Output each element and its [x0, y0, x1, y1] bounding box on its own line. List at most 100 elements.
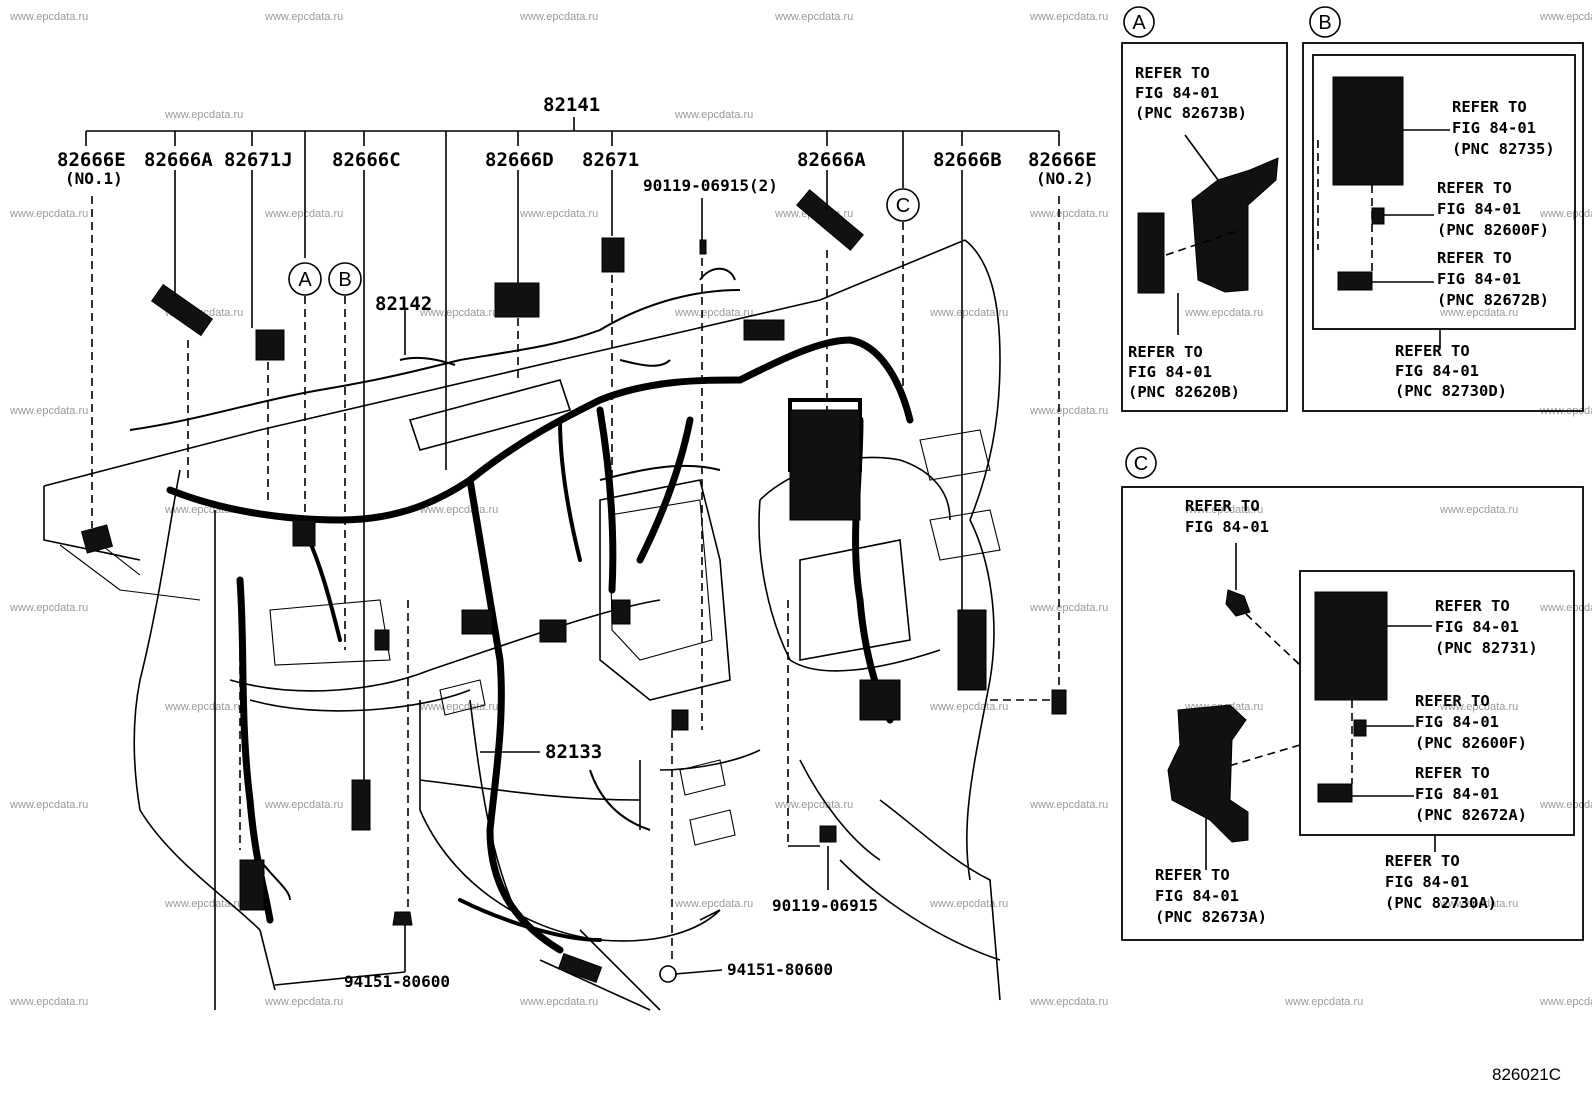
detail-b-note-1-line1: REFER TO: [1452, 98, 1527, 116]
watermark: www.epcdata.ru: [1184, 504, 1263, 516]
watermark: www.epcdata.ru: [164, 898, 243, 910]
watermark: www.epcdata.ru: [1439, 504, 1518, 516]
detail-b-note-3-line2: FIG 84-01: [1437, 270, 1521, 288]
watermark: www.epcdata.ru: [164, 701, 243, 713]
watermark: www.epcdata.ru: [674, 898, 753, 910]
detail-b-note-4-line1: REFER TO: [1395, 342, 1470, 360]
watermark: www.epcdata.ru: [1029, 11, 1108, 23]
watermark: www.epcdata.ru: [9, 996, 88, 1008]
part-label-82671j: 82671J: [224, 149, 293, 171]
part-label-82141: 82141: [543, 94, 600, 116]
detail-c-note-5-line2: FIG 84-01: [1385, 873, 1469, 891]
detail-c-label: C: [1134, 453, 1148, 475]
watermark: www.epcdata.ru: [1029, 405, 1108, 417]
detail-c-note-1-line1: REFER TO: [1185, 497, 1260, 515]
detail-a-note-2-line3: (PNC 82620B): [1128, 383, 1240, 401]
part-sub-no1: (NO.1): [65, 169, 123, 188]
detail-c-note-5-line1: REFER TO: [1385, 852, 1460, 870]
watermark: www.epcdata.ru: [164, 109, 243, 121]
detail-c-note-4-line2: FIG 84-01: [1415, 785, 1499, 803]
part-label-82666c: 82666C: [332, 149, 401, 171]
main-assembly-bracket: 82141: [85, 94, 1060, 470]
watermark: www.epcdata.ru: [1439, 307, 1518, 319]
circle-ref-b: B: [338, 269, 351, 291]
watermark: www.epcdata.ru: [929, 701, 1008, 713]
watermark: www.epcdata.ru: [264, 208, 343, 220]
watermark: www.epcdata.ru: [1539, 11, 1592, 23]
part-label-clip-right: 94151-80600: [727, 960, 833, 979]
watermark: www.epcdata.ru: [1539, 799, 1592, 811]
part-label-bolt-top: 90119-06915(2): [643, 176, 778, 195]
watermark: www.epcdata.ru: [9, 405, 88, 417]
part-label-82666a-left: 82666A: [144, 149, 213, 171]
detail-b-note-2-line3: (PNC 82600F): [1437, 221, 1549, 239]
detail-b-note-2-line2: FIG 84-01: [1437, 200, 1521, 218]
watermark: www.epcdata.ru: [929, 898, 1008, 910]
detail-a-note-2-line2: FIG 84-01: [1128, 363, 1212, 381]
detail-c-note-6-line2: FIG 84-01: [1155, 887, 1239, 905]
watermark: www.epcdata.ru: [1029, 799, 1108, 811]
watermark: www.epcdata.ru: [419, 701, 498, 713]
detail-c-note-1-line2: FIG 84-01: [1185, 518, 1269, 536]
watermark: www.epcdata.ru: [1029, 602, 1108, 614]
part-label-clip-left: 94151-80600: [344, 972, 450, 991]
watermark-layer: www.epcdata.ru www.epcdata.ru www.epcdat…: [9, 11, 1592, 1008]
watermark: www.epcdata.ru: [419, 504, 498, 516]
detail-a-label: A: [1132, 12, 1146, 34]
part-label-82142: 82142: [375, 293, 432, 315]
watermark: www.epcdata.ru: [519, 208, 598, 220]
detail-b-note-1-line3: (PNC 82735): [1452, 140, 1555, 158]
part-label-82666b: 82666B: [933, 149, 1002, 171]
part-label-82666a-right: 82666A: [797, 149, 866, 171]
detail-c-note-5-line3: (PNC 82730A): [1385, 894, 1497, 912]
top-callouts: 82666E (NO.1) 82666A 82671J 82666C 82666…: [57, 149, 1097, 991]
detail-c-note-3-line2: FIG 84-01: [1415, 713, 1499, 731]
watermark: www.epcdata.ru: [1439, 898, 1518, 910]
detail-b-note-3-line1: REFER TO: [1437, 249, 1512, 267]
detail-a-note-2-line1: REFER TO: [1128, 343, 1203, 361]
watermark: www.epcdata.ru: [774, 799, 853, 811]
watermark: www.epcdata.ru: [1284, 996, 1363, 1008]
detail-a-note-1-line2: FIG 84-01: [1135, 84, 1219, 102]
watermark: www.epcdata.ru: [1029, 996, 1108, 1008]
watermark: www.epcdata.ru: [1439, 701, 1518, 713]
detail-c-note-3-line1: REFER TO: [1415, 692, 1490, 710]
watermark: www.epcdata.ru: [1539, 996, 1592, 1008]
watermark: www.epcdata.ru: [9, 208, 88, 220]
detail-c-note-4-line1: REFER TO: [1415, 764, 1490, 782]
detail-a-note-1-line3: (PNC 82673B): [1135, 104, 1247, 122]
part-label-82671: 82671: [582, 149, 639, 171]
connectors: [80, 189, 1067, 983]
circle-ref-c: C: [896, 195, 910, 217]
detail-c-note-2-line1: REFER TO: [1435, 597, 1510, 615]
detail-b-note-2-line1: REFER TO: [1437, 179, 1512, 197]
watermark: www.epcdata.ru: [674, 307, 753, 319]
detail-c-note-4-line3: (PNC 82672A): [1415, 806, 1527, 824]
watermark: www.epcdata.ru: [1539, 602, 1592, 614]
detail-box-a: A REFER TO FIG 84-01 (PNC 82673B) REFER …: [1121, 6, 1288, 412]
detail-a-note-1-line1: REFER TO: [1135, 64, 1210, 82]
watermark: www.epcdata.ru: [1539, 208, 1592, 220]
detail-c-note-3-line3: (PNC 82600F): [1415, 734, 1527, 752]
detail-b-note-4-line3: (PNC 82730D): [1395, 382, 1507, 400]
watermark: www.epcdata.ru: [264, 799, 343, 811]
wire-harness-main: [129, 267, 914, 954]
detail-c-note-6-line3: (PNC 82673A): [1155, 908, 1267, 926]
watermark: www.epcdata.ru: [519, 11, 598, 23]
watermark: www.epcdata.ru: [9, 799, 88, 811]
detail-b-note-4-line2: FIG 84-01: [1395, 362, 1479, 380]
part-label-82666e-no2: 82666E: [1028, 149, 1097, 171]
watermark: www.epcdata.ru: [929, 307, 1008, 319]
watermark: www.epcdata.ru: [264, 996, 343, 1008]
watermark: www.epcdata.ru: [264, 11, 343, 23]
part-label-82666e-no1: 82666E: [57, 149, 126, 171]
detail-c-note-6-line1: REFER TO: [1155, 866, 1230, 884]
part-sub-no2: (NO.2): [1036, 169, 1094, 188]
detail-b-label: B: [1318, 12, 1331, 34]
detail-box-b: B REFER TO FIG 84-01 (PNC 82735) REFER T…: [1302, 6, 1584, 412]
part-label-bolt-bottom: 90119-06915: [772, 896, 878, 915]
detail-b-note-3-line3: (PNC 82672B): [1437, 291, 1549, 309]
circle-ref-a: A: [298, 269, 312, 291]
watermark: www.epcdata.ru: [1184, 307, 1263, 319]
